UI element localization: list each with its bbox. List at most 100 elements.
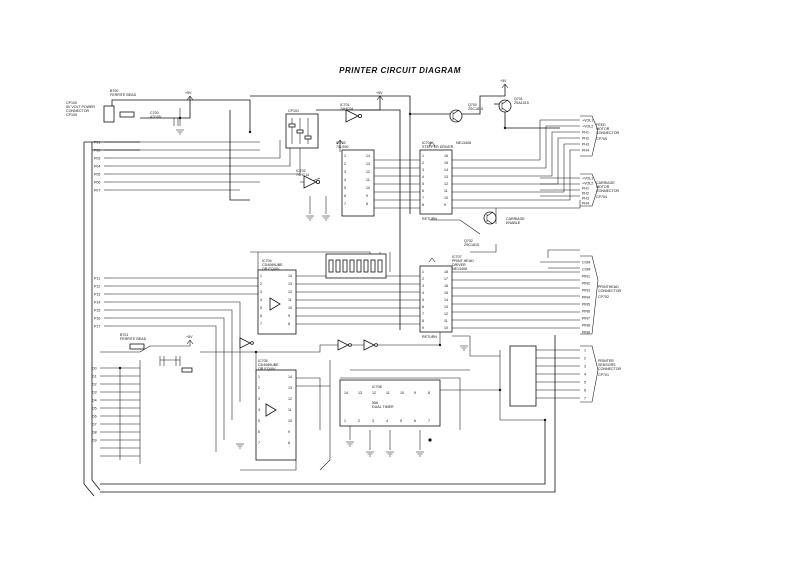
resistor-element: [349, 259, 355, 273]
ic-pin-number: 8: [288, 322, 290, 326]
ic-pin-number: 7: [344, 202, 346, 206]
pin-label: D1: [92, 375, 97, 379]
svg-text:Q701: Q701: [514, 97, 523, 101]
svg-text:RETURN: RETURN: [422, 335, 437, 339]
connector-pin-label: PIN9: [582, 331, 590, 335]
ic-pin-number: 9: [366, 194, 368, 198]
pin-label: D0: [92, 367, 97, 371]
svg-text:IC705: IC705: [258, 359, 268, 363]
supply-label: +5V: [500, 79, 507, 83]
ic-pin-number: 10: [400, 391, 404, 395]
svg-text:IC708: IC708: [372, 385, 382, 389]
svg-text:IC704: IC704: [262, 259, 272, 263]
ic-pin-number: 4: [258, 408, 260, 412]
ic-pin-number: 7: [422, 312, 424, 316]
connector-pin-label: 3: [584, 365, 586, 369]
connector-pin-label: 2: [584, 357, 586, 361]
svg-text:74HC14: 74HC14: [296, 173, 309, 177]
ferrite-bead-mid: B701 FERRITE BEAD: [120, 333, 147, 350]
connector-pin-label: +VOL1: [582, 177, 593, 181]
ic-pin-number: 11: [288, 408, 292, 412]
ic-pin-number: 6: [260, 314, 262, 318]
ic-pin-number: 11: [386, 391, 390, 395]
svg-text:CARRIAGE: CARRIAGE: [506, 217, 525, 221]
ic-pin-number: 1: [344, 419, 346, 423]
connector-pin-label: PH1: [582, 131, 589, 135]
connector-pin-label: PH4: [582, 149, 589, 153]
ic-pin-number: 10: [366, 186, 370, 190]
pin-label: P13: [94, 293, 100, 297]
pin-label: P15: [94, 309, 100, 313]
svg-text:CARRIAGE: CARRIAGE: [596, 181, 615, 185]
pin-label: P05: [94, 173, 100, 177]
connector-pin-label: PH1: [582, 187, 589, 191]
resistor-network-top: CP101: [285, 109, 319, 149]
ic-pin-number: 2: [258, 386, 260, 390]
ic-pin-number: 14: [366, 154, 370, 158]
junction-dots: [118, 112, 547, 442]
connector-pin-label: PH3: [582, 197, 589, 201]
pin-label: P03: [94, 157, 100, 161]
ic-pin-number: 13: [358, 391, 362, 395]
svg-text:CP701: CP701: [598, 373, 609, 377]
ic-pin-number: 2: [260, 282, 262, 286]
svg-text:IC707: IC707: [452, 255, 462, 259]
connector-pin-label: 6: [584, 389, 586, 393]
ic-pin-number: 2: [422, 277, 424, 281]
pin-label: P06: [94, 181, 100, 185]
pin-label: P12: [94, 285, 100, 289]
pin-label: D2: [92, 383, 97, 387]
ic-pin-number: 9: [288, 314, 290, 318]
ic-pin-number: 8: [422, 203, 424, 207]
svg-text:FEED: FEED: [596, 123, 606, 127]
inverter-pair: [239, 337, 378, 351]
ic-pin-number: 9: [288, 430, 290, 434]
ic-pin-number: 7: [260, 322, 262, 326]
svg-text:CONNECTOR: CONNECTOR: [596, 189, 619, 193]
ic-pin-number: 10: [288, 306, 292, 310]
pin-label: P17: [94, 325, 100, 329]
ic-pin-number: 15: [444, 291, 448, 295]
page-title: PRINTER CIRCUIT DIAGRAM: [339, 66, 461, 75]
pin-label: P07: [94, 189, 100, 193]
pin-label: D3: [92, 391, 97, 395]
resistor-element: [356, 259, 362, 273]
ic-pin-number: 13: [288, 282, 292, 286]
ic-pin-number: 16: [444, 154, 448, 158]
svg-text:5V VOLT POWER: 5V VOLT POWER: [66, 105, 95, 109]
resistor-element: [363, 259, 369, 273]
svg-text:DUAL TIMER: DUAL TIMER: [372, 405, 394, 409]
svg-text:CP101: CP101: [288, 109, 299, 113]
ic-pin-number: 3: [372, 419, 374, 423]
svg-text:SENSORS: SENSORS: [598, 363, 616, 367]
svg-text:FERRITE BEAD: FERRITE BEAD: [110, 93, 137, 97]
svg-text:CP100: CP100: [66, 101, 77, 105]
pin-label: P16: [94, 317, 100, 321]
svg-text:B701: B701: [120, 333, 128, 337]
pin-label: D8: [92, 431, 97, 435]
ic-pin-number: 11: [366, 178, 370, 182]
ic-pin-number: 12: [288, 397, 292, 401]
ic-pin-number: 12: [444, 312, 448, 316]
svg-text:STEPPER DRIVER: STEPPER DRIVER: [422, 145, 454, 149]
ic-pin-number: 6: [258, 430, 260, 434]
svg-text:PRINTER: PRINTER: [598, 359, 614, 363]
ic-pin-number: 8: [366, 202, 368, 206]
svg-text:CP704: CP704: [596, 195, 607, 199]
transistor-q700: Q700 2SC1815: [449, 103, 483, 123]
power-connector: CP100 5V VOLT POWER CONNECTOR CP105: [66, 101, 115, 123]
ic-pin-number: 3: [258, 397, 260, 401]
transistor-q701: Q701 2SA1015: [498, 97, 529, 113]
supply-markers: +5V +5V +5V +5V: [185, 79, 509, 345]
ic-pin-number: 13: [288, 386, 292, 390]
ic-pin-number: 4: [260, 298, 262, 302]
svg-text:OR EQUIV: OR EQUIV: [262, 267, 280, 271]
svg-text:NE13408: NE13408: [456, 141, 471, 145]
connector-pin-label: 7: [584, 397, 586, 401]
supply-label: +5V: [376, 91, 383, 95]
